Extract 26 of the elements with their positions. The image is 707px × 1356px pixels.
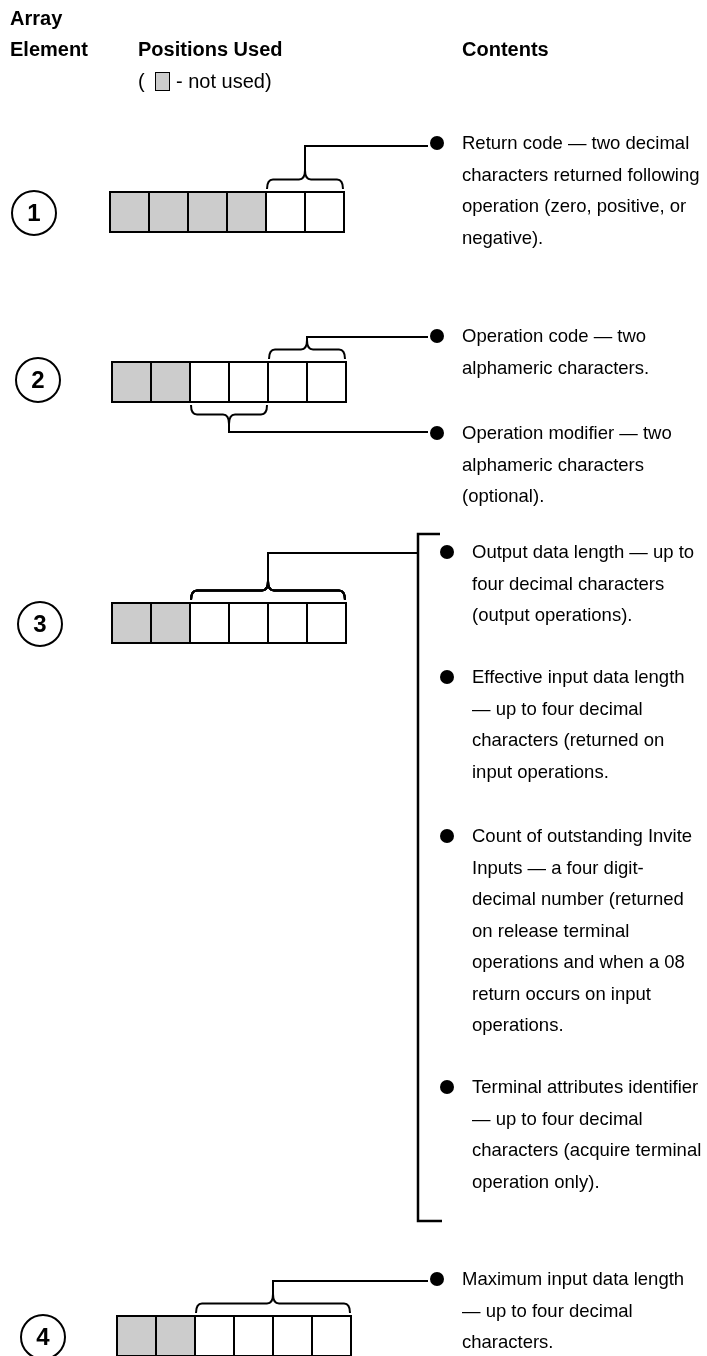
- description-text: Operation modifier — two alphameric characters (optional).: [462, 421, 673, 508]
- position-array: [116, 1315, 352, 1356]
- column-heading: Positions Used: [138, 37, 284, 62]
- leader-line: [190, 552, 419, 1088]
- position-array: [111, 361, 347, 403]
- circled-number: 4: [20, 1314, 66, 1356]
- leader-line: [195, 1280, 429, 1314]
- circled-number: 3: [17, 601, 63, 647]
- description-text: Output data length — up to four decimal characters (output operations).: [472, 540, 696, 627]
- position-array: [109, 191, 345, 233]
- leader-line: [268, 336, 429, 360]
- description-text: Terminal attributes identifier — up to four decimal characters (acquire terminal operation only).: [472, 1075, 702, 1194]
- leader-line: [190, 404, 429, 433]
- leader-line: [266, 145, 429, 190]
- description-text: Effective input data length — up to four decimal characters (returned on input operations.: [472, 665, 686, 784]
- description-text: Maximum input data length — up to four decimal characters.: [462, 1267, 686, 1354]
- legend-text: - not used): [176, 69, 272, 94]
- description-text: Operation code — two alphameric characters.: [462, 324, 651, 380]
- column-heading: Array Element: [10, 6, 89, 62]
- circled-number: 2: [15, 357, 61, 403]
- description-text: Return code — two decimal characters returned following operation (zero, positive, or negative).: [462, 131, 701, 250]
- description-text: Count of outstanding Invite Inputs — a four digit-decimal number (returned on release terminal operations and when a 08 return occurs on input operations.: [472, 824, 694, 1037]
- column-heading: Contents: [462, 37, 550, 62]
- position-array: [111, 602, 347, 644]
- parenthesis: (: [138, 69, 145, 94]
- circled-number: 1: [11, 190, 57, 236]
